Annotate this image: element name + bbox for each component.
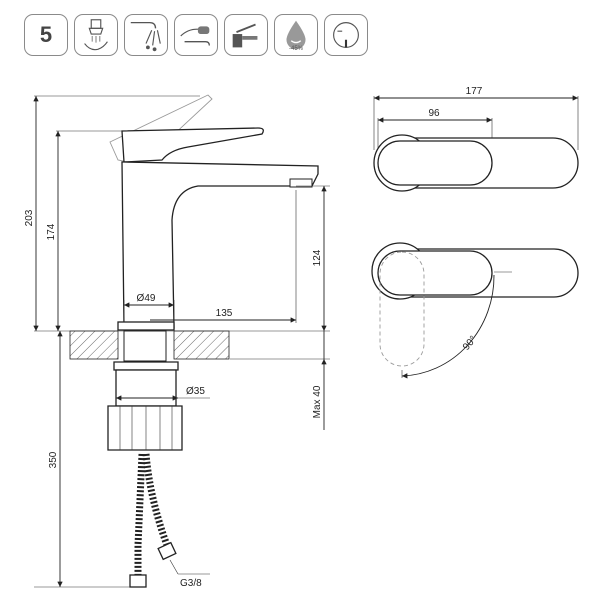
fixing-nut-body [116,370,176,406]
outlet-height-label: 124 [312,249,323,266]
rotation-angle-label: 90° [461,334,479,353]
base-flange [118,322,174,330]
hose-nut-right [158,543,176,560]
countertop-right [174,331,229,359]
max-thickness-label: Max 40 [312,385,323,418]
total-height-label: 203 [24,209,35,226]
shank [124,331,166,361]
plan-handle-label: 96 [428,108,440,119]
hose-nut-left [130,575,146,587]
hose-length-label: 350 [48,451,59,468]
spout-height-label: 174 [46,223,57,240]
reach-label: 135 [216,308,233,319]
lever-plan-outline-2 [378,251,492,295]
connection-label: G3/8 [180,578,202,589]
base-diameter-label: Ø49 [137,293,156,304]
fixing-nut [108,406,182,450]
plan-view-rotation: 90° [372,243,578,378]
hose-right [146,454,168,548]
lever-plan-outline [378,141,492,185]
hose-left [138,454,142,575]
side-view: 203 174 124 Max 40 350 Ø49 135 [24,95,330,589]
lever-handle [122,128,263,162]
shank-diameter-label: Ø35 [186,386,205,397]
plan-view-top: 177 96 [374,86,578,191]
plan-length-label: 177 [466,86,483,97]
fixing-washer [114,362,178,370]
countertop-left [70,331,118,359]
